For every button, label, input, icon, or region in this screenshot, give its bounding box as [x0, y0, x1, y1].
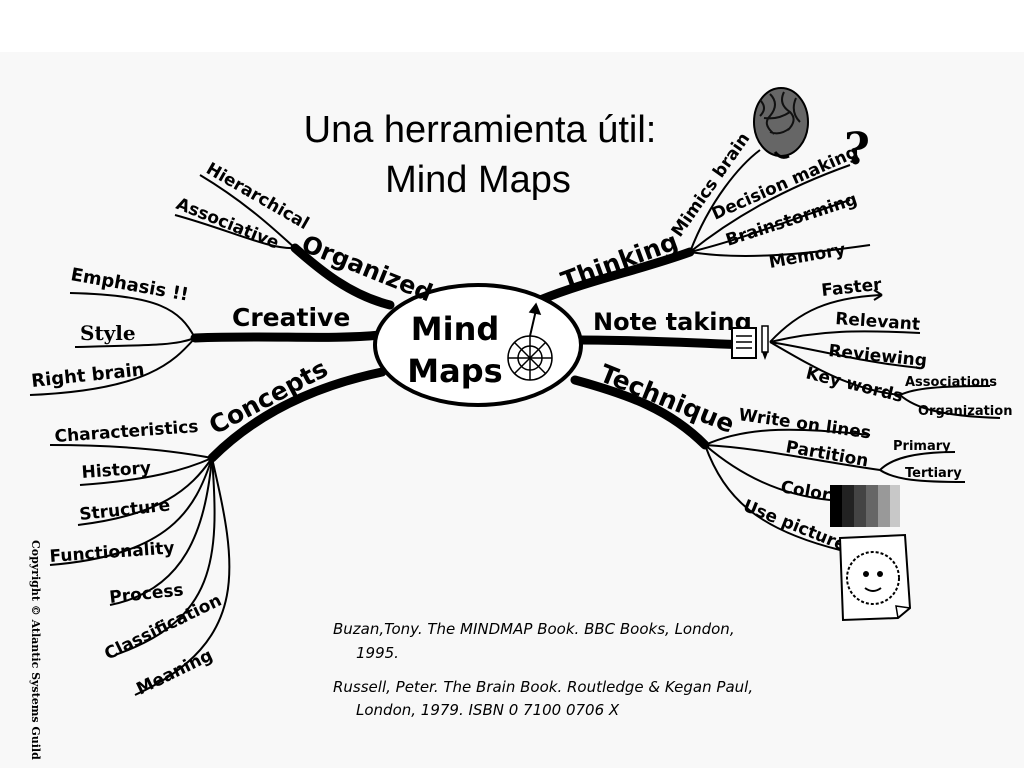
node-structure: Structure [78, 496, 171, 525]
reference-2-line-1: Russell, Peter. The Brain Book. Routledg… [333, 678, 753, 696]
title-line-1: Una herramienta útil: [304, 109, 657, 151]
title-line-2: Mind Maps [385, 159, 571, 201]
concepts-lines [49, 444, 231, 696]
center-line-2: Maps [407, 352, 502, 390]
creative-lines [29, 292, 196, 396]
face-picture-icon [838, 533, 912, 622]
reference-1-line-2: 1995. [356, 644, 399, 662]
branch-creative: Creative [232, 303, 350, 332]
technique-lines [704, 428, 966, 551]
note-taking-lines [769, 289, 1001, 419]
brain-icon [753, 87, 809, 159]
node-reviewing: Reviewing [827, 341, 927, 371]
reference-2-line-2: London, 1979. ISBN 0 7100 0706 X [356, 701, 620, 719]
copyright-text: Copyright © Atlantic Systems Guild [29, 540, 42, 760]
notepad-icon [731, 327, 757, 359]
node-primary: Primary [893, 439, 951, 454]
node-history: History [81, 458, 152, 483]
node-functionality: Functionality [49, 538, 175, 567]
node-partition: Partition [784, 437, 870, 471]
node-faster: Faster [820, 275, 883, 301]
color-swatch-icon [830, 485, 900, 527]
node-meaning: Meaning [133, 646, 216, 700]
main-branches [190, 243, 750, 463]
branch-technique: Technique [596, 359, 739, 439]
node-style: Style [80, 321, 136, 345]
organized-lines [174, 174, 296, 250]
branch-note-taking: Note taking [593, 308, 752, 336]
node-color: Color [779, 477, 832, 505]
thinking-lines [689, 149, 871, 257]
node-process: Process [108, 580, 184, 608]
node-characteristics: Characteristics [54, 417, 199, 447]
node-emphasis: Emphasis !! [69, 264, 190, 305]
slide: Una herramienta útil: Mind Maps ? Mind M… [0, 52, 1024, 768]
node-organization: Organization [918, 404, 1012, 419]
mind-map: Una herramienta útil: Mind Maps ? Mind M… [29, 87, 1012, 760]
node-write-on-lines: Write on lines [737, 405, 872, 443]
node-tertiary: Tertiary [905, 466, 962, 481]
compass-icon [507, 302, 553, 381]
node-memory: Memory [767, 240, 847, 273]
node-right-brain: Right brain [30, 359, 145, 392]
node-associations: Associations [905, 375, 997, 390]
node-key-words: Key words [804, 363, 905, 406]
node-mimics-brain: Mimics brain [668, 129, 755, 241]
center-line-1: Mind [411, 310, 500, 348]
reference-1-line-1: Buzan,Tony. The MINDMAP Book. BBC Books,… [333, 620, 735, 638]
pencil-icon [761, 325, 769, 360]
